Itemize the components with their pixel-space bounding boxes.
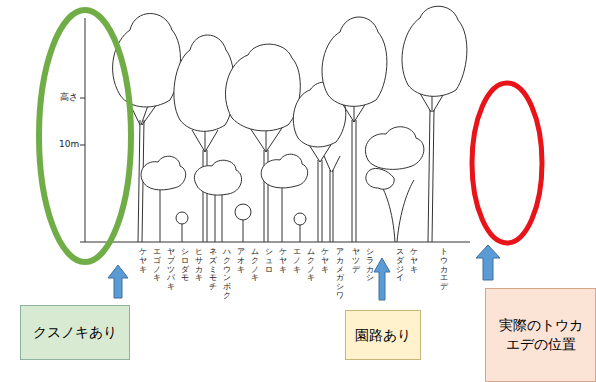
species-label: シラカシ	[366, 248, 374, 283]
small-tree	[261, 154, 307, 242]
species-label: アオキ	[237, 248, 245, 274]
scale-label: 高さ	[60, 91, 78, 104]
species-label: シュロ	[265, 248, 273, 274]
scale-tick	[80, 145, 85, 146]
pointer-arrow	[476, 245, 500, 280]
pointer-arrow	[374, 258, 390, 300]
tree	[324, 156, 340, 242]
actual-position-marker	[472, 83, 542, 243]
species-label: ケヤキ	[279, 248, 287, 274]
species-label: エゴノキ	[153, 248, 161, 283]
note-box: 実際のトウカエデの位置	[485, 288, 596, 382]
species-label: トウカエデ	[440, 248, 448, 292]
scale-line	[85, 18, 86, 242]
species-label: ヒサカキ	[195, 248, 203, 283]
note-text: 園路あり	[355, 326, 411, 345]
note-box: 園路あり	[345, 310, 421, 360]
species-label: ケヤキ	[410, 248, 418, 274]
species-label: シロダモ	[181, 248, 189, 283]
tree	[225, 44, 300, 242]
scale-label: 10m	[59, 139, 79, 149]
species-label: アカメガシワ	[336, 248, 344, 301]
pointer-arrow	[108, 265, 128, 298]
species-label: ヤツデ	[352, 248, 360, 274]
tree	[174, 35, 234, 242]
small-tree	[194, 160, 241, 242]
species-label: ケヤキ	[321, 248, 329, 274]
scale-tick	[80, 98, 85, 99]
small-tree	[141, 156, 186, 242]
species-label: ムクノキ	[251, 248, 259, 283]
species-label: エノキ	[293, 248, 301, 274]
tree	[322, 17, 387, 242]
tree	[402, 6, 467, 242]
species-label: ヤブツバキ	[167, 248, 175, 292]
species-label: ネズミモチ	[209, 248, 217, 292]
kusunoki-area	[39, 10, 131, 262]
note-text: クスノキあり	[33, 323, 117, 342]
species-label: ハクウンボク	[223, 248, 231, 301]
note-text: 実際のトウカエデの位置	[492, 316, 589, 354]
small-tree	[365, 127, 423, 242]
species-label: ケヤキ	[139, 248, 147, 274]
species-label: ムクノキ	[307, 248, 315, 283]
species-label: スダジイ	[396, 248, 404, 283]
shrub	[176, 204, 306, 242]
note-box: クスノキあり	[20, 305, 130, 360]
